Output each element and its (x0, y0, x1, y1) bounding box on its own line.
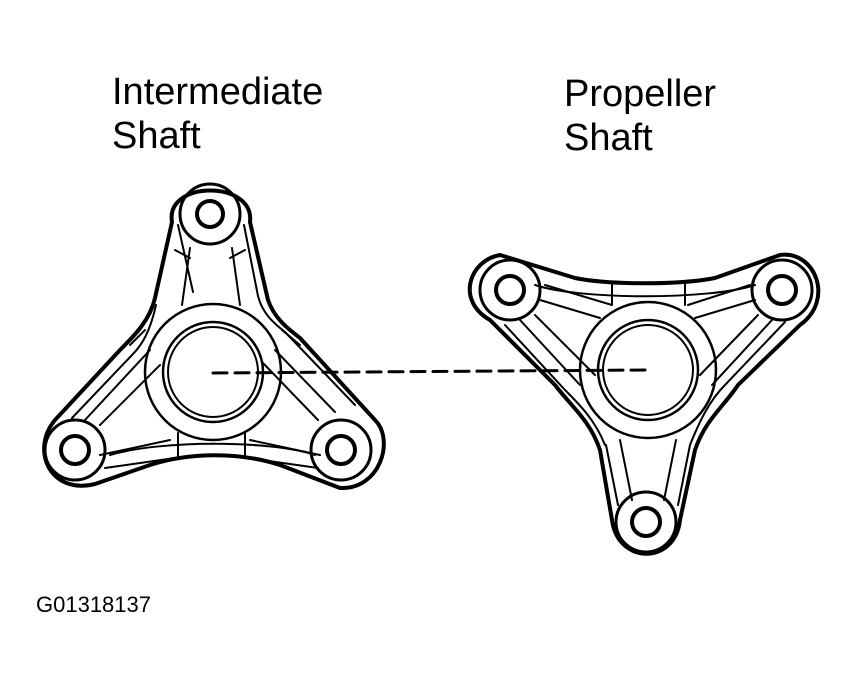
intermediate-shaft-flange (42, 182, 386, 491)
intermediate-shaft-label: Intermediate Shaft (112, 70, 323, 158)
figure-id: G01318137 (36, 592, 151, 617)
intermediate-shaft-label-line1: Intermediate (112, 71, 324, 113)
propeller-shaft-label-line1: Propeller (564, 73, 717, 115)
propeller-shaft-label: Propeller Shaft (564, 72, 716, 160)
alignment-dashed-line (211, 368, 650, 375)
intermediate-shaft-label-line2: Shaft (112, 115, 201, 157)
propeller-shaft-flange (467, 252, 821, 556)
propeller-shaft-label-line2: Shaft (564, 117, 653, 159)
